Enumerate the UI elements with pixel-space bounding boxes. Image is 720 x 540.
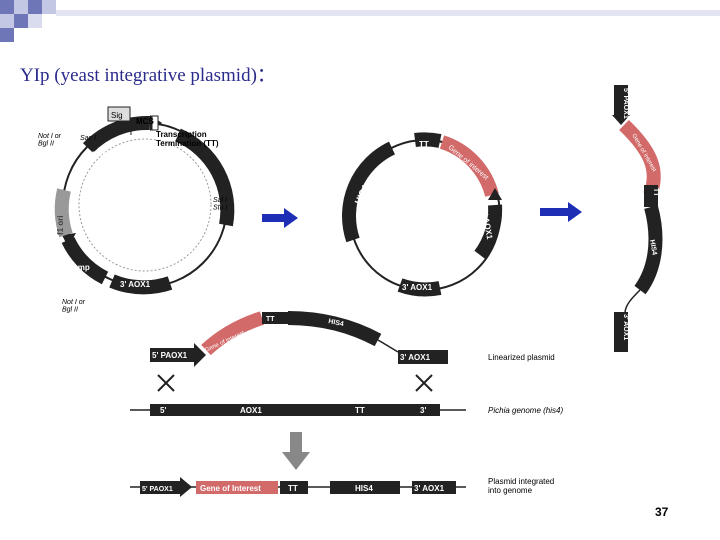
aox5-segment	[82, 115, 151, 154]
his4-label-1: HIS4	[198, 189, 211, 210]
aox3-label-arc: 3' AOX1	[400, 353, 431, 362]
aox3-label-1: 3' AOX1	[120, 280, 151, 289]
his4-segment-2	[342, 141, 396, 243]
aox3-label-2: 3' AOX1	[402, 283, 433, 292]
slide-title: YIp (yeast integrative plasmid)：	[20, 65, 276, 86]
int-his4-label: HIS4	[355, 484, 373, 493]
aox3-segment-2	[397, 278, 442, 297]
goi-segment-2	[439, 135, 499, 197]
recombinant-plasmid: HIS4 TT Gene of interest 5' AOX1 3' AOX1	[342, 132, 503, 297]
genome-aox-label: AOX1	[240, 406, 262, 415]
tt-label-arc: TT	[266, 316, 275, 323]
linearized-plasmid-label: Linearized plasmid	[488, 353, 555, 362]
int-paox-label: 5' PAOX1	[142, 486, 173, 493]
tt-label-v: TT	[652, 188, 659, 197]
linearized-cassette-vertical: 5' PAOX1 Gene of interest TT HIS4 3' AOX…	[612, 85, 663, 352]
process-arrow-1	[262, 208, 298, 228]
his4-label-arc: HIS4	[328, 318, 345, 328]
aox3-segment	[109, 274, 173, 295]
process-arrow-2	[540, 202, 582, 222]
mcs-label: MCS	[136, 117, 154, 126]
int-aox3-label: 3' AOX1	[414, 484, 445, 493]
tt-segment-2	[414, 132, 442, 148]
amp-label: Amp	[72, 263, 90, 272]
int-tt-label: TT	[288, 484, 298, 493]
his4-segment	[175, 128, 235, 227]
aox3-label-v: 3' AOX1	[622, 314, 629, 340]
page-number: 37	[655, 505, 669, 519]
paox-label-v: 5' PAOX1	[622, 88, 629, 119]
sac-label: Sac I	[80, 135, 96, 142]
his4-label-v: HIS4	[648, 239, 658, 256]
ori-segment	[54, 188, 73, 238]
tt-label-2: TT	[419, 140, 429, 149]
genome-tt-label: TT	[355, 406, 365, 415]
integration-arrow	[282, 432, 310, 470]
paox-label-arc: 5' PAOX1	[152, 351, 188, 360]
amp-segment	[61, 236, 109, 285]
crossover-mark-left	[157, 374, 175, 392]
corner-decoration	[0, 0, 720, 42]
int-goi-label: Gene of Interest	[200, 484, 261, 493]
aox5-segment-2	[474, 204, 503, 260]
genome-label: Pichia genome (his4)	[488, 406, 563, 415]
aox5-label-1: 5' AOX1	[92, 150, 126, 160]
genome-5-label: 5'	[160, 406, 166, 415]
ori-label: f1 ori	[56, 215, 65, 235]
genome-3-label: 3'	[420, 406, 426, 415]
integration-diagram: 5' PAOX1 Gene of interest TT HIS4 3' AOX…	[130, 311, 563, 497]
crossover-mark-right	[415, 374, 433, 392]
sig-label: Sig	[111, 111, 123, 120]
